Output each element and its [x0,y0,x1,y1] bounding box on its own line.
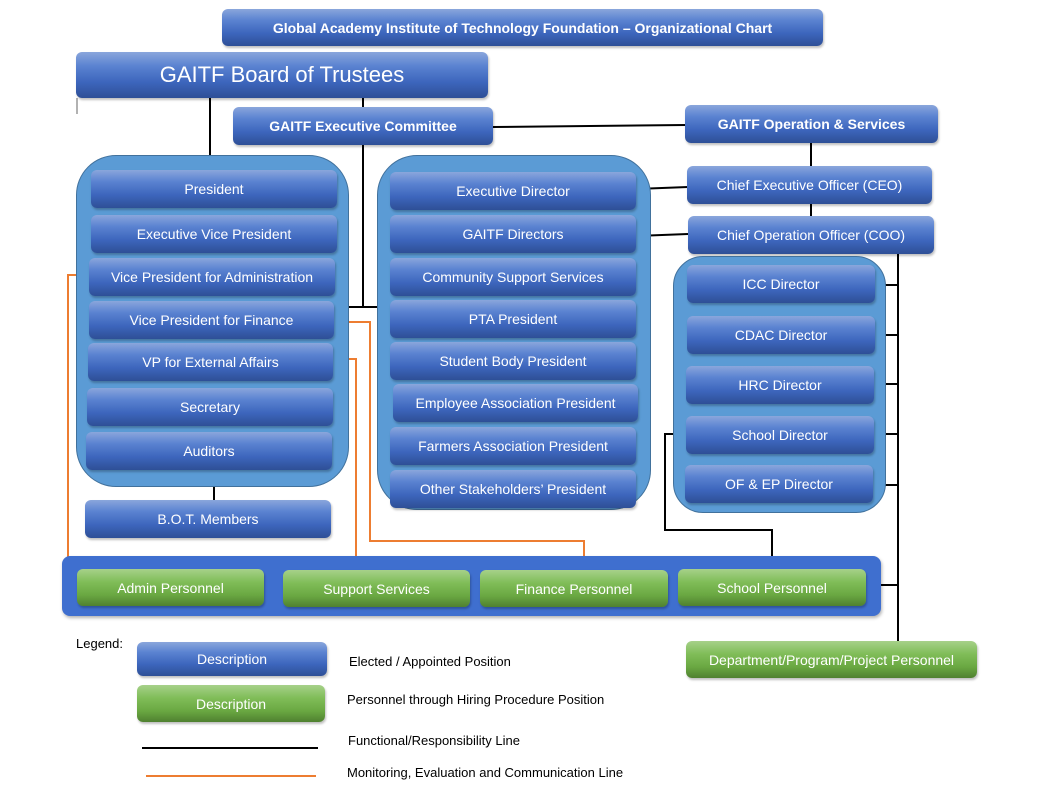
position-auditors: Auditors [86,432,332,470]
position-farmers-association-president: Farmers Association President [390,427,636,465]
position-pta-president: PTA President [390,300,636,338]
position-employee-association-president: Employee Association President [393,384,638,422]
position-ceo: Chief Executive Officer (CEO) [687,166,932,204]
personnel-school: School Personnel [678,569,866,606]
position-icc-director: ICC Director [687,265,875,303]
executive-committee: GAITF Executive Committee [233,107,493,145]
position-student-body-president: Student Body President [390,342,636,380]
position-president: President [91,170,337,208]
legend-elected-description: Elected / Appointed Position [349,654,511,669]
position-vp-finance: Vice President for Finance [89,301,334,339]
position-other-stakeholders-president: Other Stakeholders’ President [390,470,636,508]
position-ofep-director: OF & EP Director [685,465,873,503]
position-vp-administration: Vice President for Administration [89,258,335,296]
legend-hired-swatch: Description [137,685,325,722]
legend-monitoring-line-description: Monitoring, Evaluation and Communication… [347,765,624,780]
position-cdac-director: CDAC Director [687,316,875,354]
committee-to-operations-line [492,124,687,128]
personnel-finance: Finance Personnel [480,570,668,607]
personnel-support-services: Support Services [283,570,470,607]
personnel-department-program-project: Department/Program/Project Personnel [686,641,977,678]
position-gaitf-directors: GAITF Directors [390,215,636,253]
position-school-director: School Director [686,416,874,454]
bot-members: B.O.T. Members [85,500,331,538]
position-executive-vice-president: Executive Vice President [91,215,337,253]
board-of-trustees: GAITF Board of Trustees [76,52,488,98]
chart-title: Global Academy Institute of Technology F… [222,9,823,46]
legend-monitoring-line-swatch [146,775,316,777]
position-secretary: Secretary [87,388,333,426]
legend-functional-line-swatch [142,747,318,749]
legend-elected-swatch: Description [137,642,327,676]
position-coo: Chief Operation Officer (COO) [688,216,934,254]
position-community-support-services: Community Support Services [390,258,636,296]
legend-hired-description: Personnel through Hiring Procedure Posit… [347,692,605,707]
operation-services: GAITF Operation & Services [685,105,938,143]
personnel-admin: Admin Personnel [77,569,264,606]
legend-functional-line-description: Functional/Responsibility Line [348,733,520,748]
position-executive-director: Executive Director [390,172,636,210]
position-vp-external-affairs: VP for External Affairs [88,343,333,381]
legend-label: Legend: [76,636,123,651]
position-hrc-director: HRC Director [686,366,874,404]
